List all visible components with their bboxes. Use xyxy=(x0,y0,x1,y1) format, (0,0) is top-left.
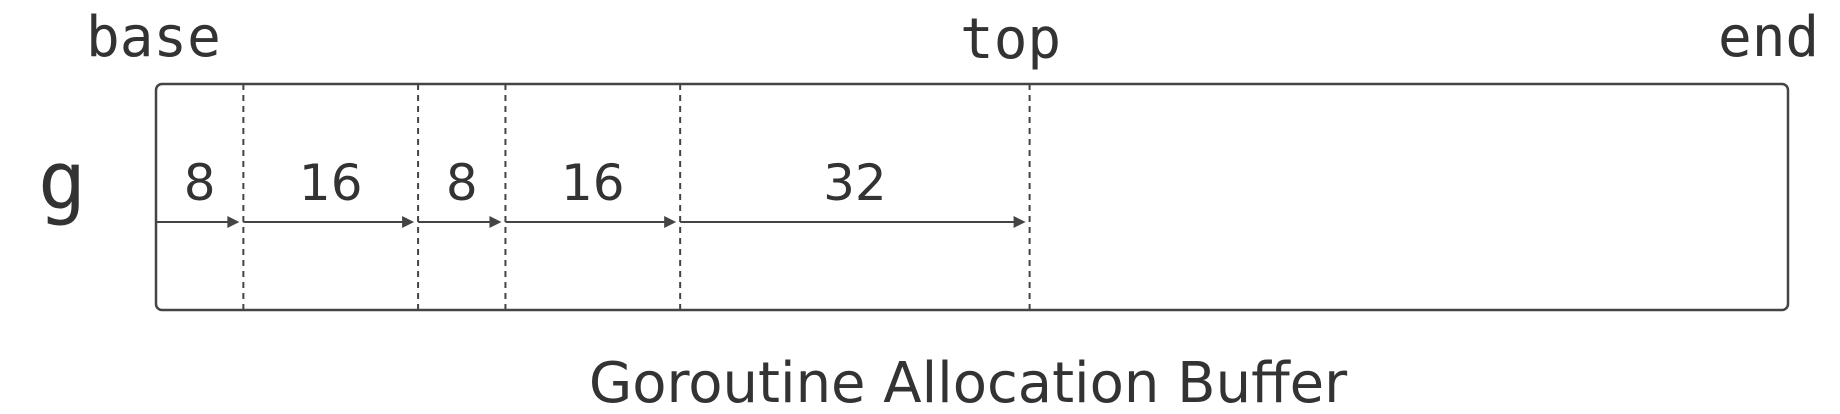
segment-arrow-head xyxy=(664,216,677,228)
segment-size-label: 8 xyxy=(446,154,478,212)
buffer-caption: Goroutine Allocation Buffer xyxy=(589,351,1348,414)
top-pointer-label: top xyxy=(960,7,1061,72)
segment-size-label: 16 xyxy=(561,154,625,212)
segment-arrow-head xyxy=(1013,216,1026,228)
segment-arrow-head xyxy=(402,216,415,228)
segment-size-label: 8 xyxy=(184,154,216,212)
goroutine-label: g xyxy=(38,134,86,227)
base-pointer-label: base xyxy=(86,5,221,70)
segment-size-label: 16 xyxy=(299,154,363,212)
buffer-segments: 8 16 8 16 32 xyxy=(156,84,1031,310)
segment-arrow-head xyxy=(227,216,240,228)
segment-arrow-head xyxy=(489,216,502,228)
segment-size-label: 32 xyxy=(823,154,887,212)
end-pointer-label: end xyxy=(1718,5,1819,70)
buffer-box xyxy=(154,82,1790,312)
